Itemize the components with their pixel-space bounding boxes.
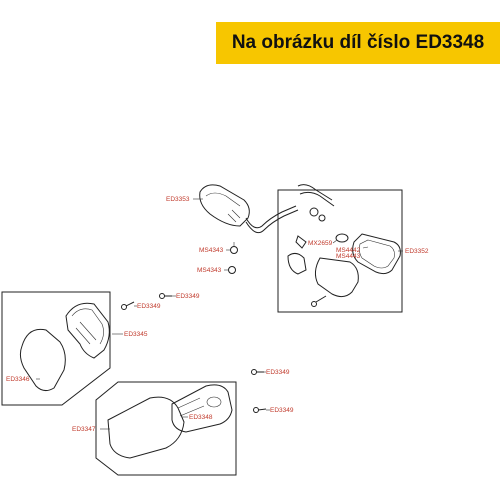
front-left-group-frame — [1, 291, 111, 406]
screw-ed3349-c — [251, 369, 264, 375]
label-ed3349-b: ED3349 — [137, 303, 161, 310]
lens-ed3346 — [19, 328, 66, 392]
front-right-group-frame — [95, 381, 237, 476]
indicator-body-ed3348 — [171, 384, 233, 433]
label-ed3345: ED3345 — [124, 331, 148, 338]
nut-ms4343-a — [230, 242, 238, 254]
label-ed3352: ED3352 — [405, 248, 429, 255]
label-ed3349-a: ED3349 — [176, 293, 200, 300]
nut-ms4343-b — [228, 266, 236, 274]
label-ed3349-d: ED3349 — [270, 407, 294, 414]
label-ms4343-b: MS4343 — [197, 267, 222, 274]
label-ed3349-c: ED3349 — [266, 369, 290, 376]
label-ed3348: ED3348 — [189, 414, 213, 421]
label-ed3347: ED3347 — [72, 426, 96, 433]
leader-lines — [36, 198, 403, 430]
indicator-housing-ed3353 — [199, 184, 299, 234]
screw-ed3349-d — [253, 407, 267, 413]
part-number-banner: Na obrázku díl číslo ED3348 — [216, 22, 500, 64]
screw-ed3349-a — [159, 293, 172, 299]
label-ed3353: ED3353 — [166, 196, 190, 203]
rear-lamp-assembly — [287, 184, 401, 307]
label-ms4443: MS4443 — [336, 253, 361, 260]
lens-ed3347 — [107, 396, 185, 459]
screw-ed3349-b — [121, 301, 135, 310]
indicator-body-ed3345 — [65, 302, 110, 359]
label-ms4343-a: MS4343 — [199, 247, 224, 254]
banner-text: Na obrázku díl číslo ED3348 — [231, 32, 485, 53]
label-mx2659: MX2659 — [308, 240, 333, 247]
label-ms4442: MS4442 — [336, 247, 361, 254]
label-ed3346: ED3346 — [6, 376, 30, 383]
